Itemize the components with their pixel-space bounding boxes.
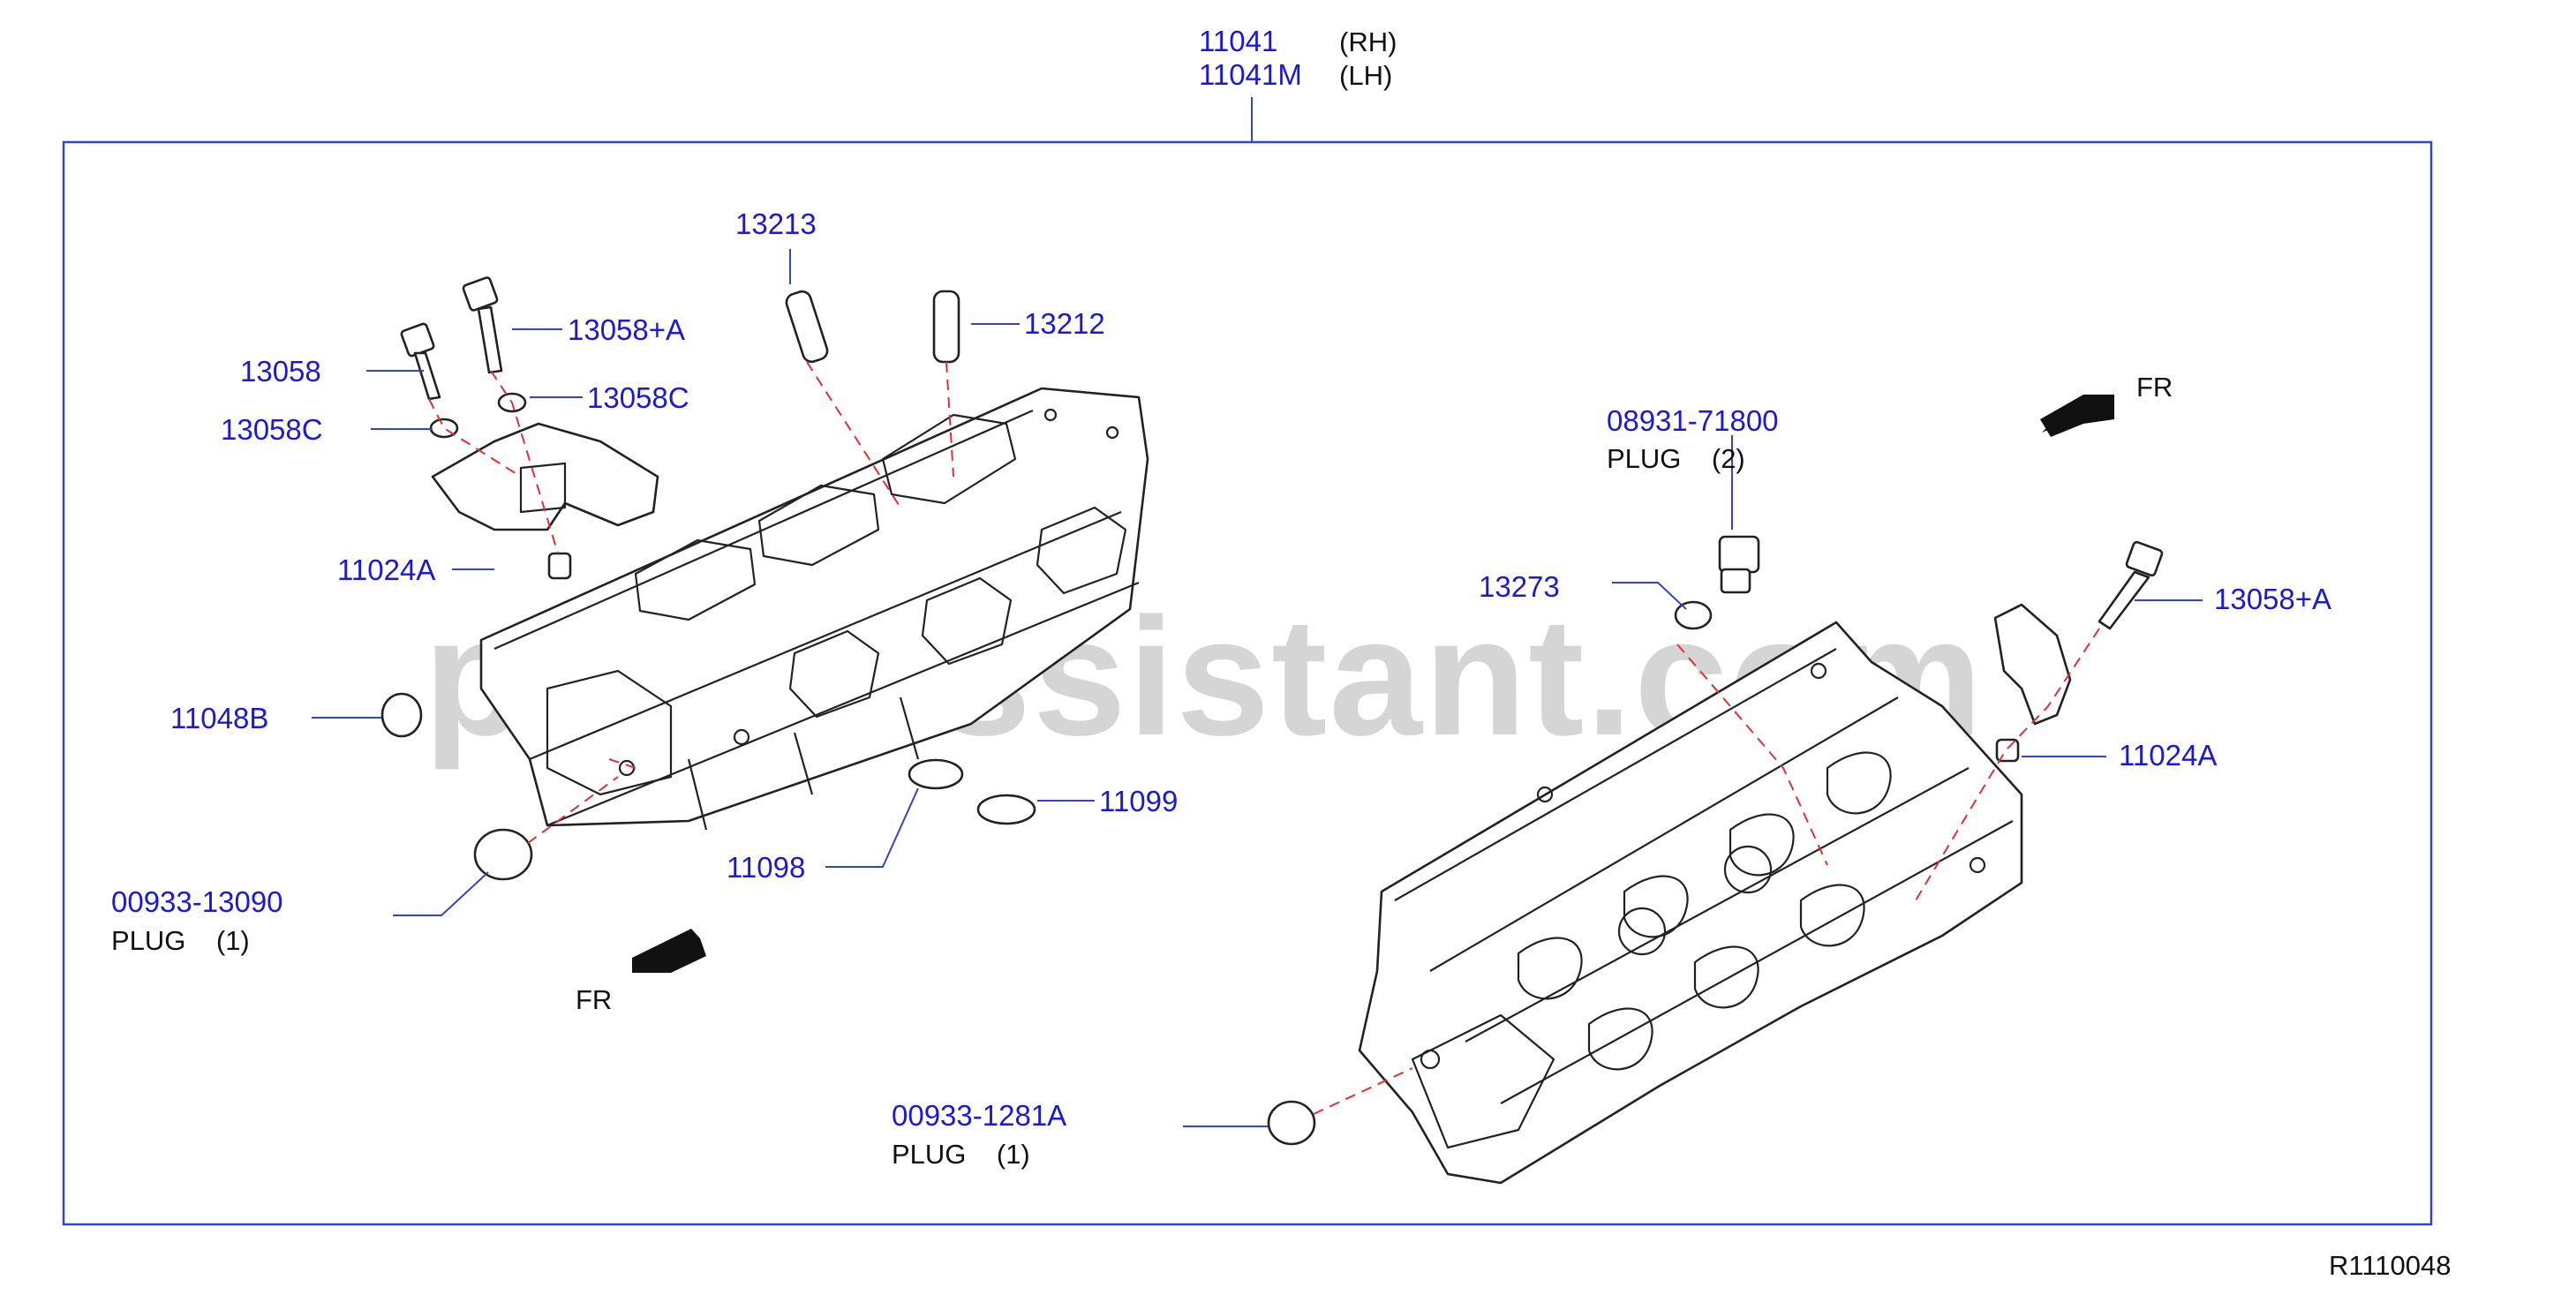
fr-label-right: FR [2136,372,2173,403]
fr-label-left: FR [576,984,612,1015]
label-11098[interactable]: 11098 [727,851,805,884]
label-11024a-right[interactable]: 11024A [2119,739,2217,772]
fr-arrow-right-body [2040,395,2114,437]
dowel-13212 [932,290,960,364]
plug-00933-1281a [1267,1100,1316,1146]
label-13058a-right[interactable]: 13058+A [2214,583,2331,615]
label-plug-1-left: PLUG (1) [111,925,250,956]
label-11048b[interactable]: 11048B [170,702,268,734]
plug-00933-13090 [473,828,533,881]
label-13058c-left[interactable]: 13058C [221,413,323,446]
label-11099[interactable]: 11099 [1099,785,1178,817]
label-plug-2: PLUG (2) [1607,443,1745,474]
label-00933-1281a[interactable]: 00933-1281A [892,1099,1066,1132]
seal-11099 [976,794,1036,825]
label-11024a-left[interactable]: 11024A [337,553,435,586]
dowel-11024a-right [1995,738,2020,763]
label-13273[interactable]: 13273 [1479,570,1560,603]
reference-code: R1110048 [2329,1250,2451,1281]
label-00933-13090[interactable]: 00933-13090 [111,885,283,918]
label-13213[interactable]: 13213 [735,207,817,240]
plug-11048b [380,692,423,738]
dowel-13213 [785,290,829,364]
washer-13273 [1674,600,1713,630]
label-plug-1-right: PLUG (1) [892,1139,1030,1170]
label-13058[interactable]: 13058 [240,355,321,388]
dowel-11024a-left [547,552,572,580]
title-part-rh[interactable]: 11041 [1199,25,1277,57]
label-13058c-right[interactable]: 13058C [587,381,689,414]
label-13212[interactable]: 13212 [1024,307,1105,340]
cylinder-head-rh [479,387,1149,831]
bolt-13058[interactable] [400,322,441,401]
diagram-frame [62,140,2433,1226]
bolt-13058-a[interactable] [462,276,503,374]
bracket-right [1993,603,2072,726]
bolt-13058-a-right[interactable] [2098,540,2164,630]
fr-arrow-left [632,929,706,973]
title-part-lh[interactable]: 11041M [1199,58,1302,91]
seal-11098 [908,758,964,790]
cylinder-head-lh [1358,621,2023,1185]
label-08931-71800[interactable]: 08931-71800 [1607,404,1779,437]
bracket-left [431,422,659,531]
title-side-rh: (RH) [1339,26,1397,57]
label-13058a-left[interactable]: 13058+A [568,313,685,346]
title-side-lh: (LH) [1339,60,1392,91]
plug-08931-71800 [1718,535,1760,594]
